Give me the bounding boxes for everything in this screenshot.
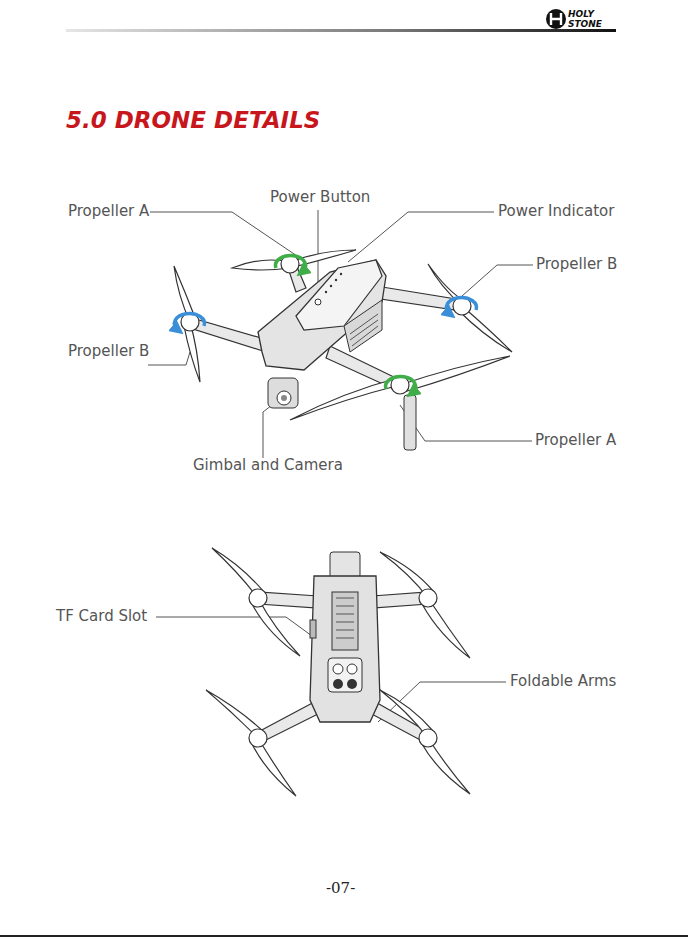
optical-sensor (347, 679, 357, 689)
optical-sensor (333, 679, 343, 689)
propellers (174, 250, 512, 420)
leader-line (400, 405, 532, 441)
leader-line (348, 212, 494, 262)
header-rule (66, 29, 616, 32)
motor (249, 589, 267, 607)
motor (419, 729, 437, 747)
part-label: Gimbal and Camera (193, 457, 343, 474)
leader-line (156, 617, 312, 636)
logo-text: STONE (568, 19, 602, 30)
bottom-propellers (206, 548, 470, 796)
leader-line (150, 212, 300, 258)
side-vent (344, 300, 382, 352)
part-label: Foldable Arms (510, 673, 616, 690)
rotation-arrow (174, 314, 204, 330)
led (325, 291, 327, 293)
vent-lines (350, 314, 378, 346)
section-title: 5.0 DRONE DETAILS (66, 106, 320, 134)
leader-line (148, 352, 190, 365)
leader-line (263, 402, 276, 458)
leader-line (462, 265, 533, 296)
vent-lines (336, 598, 354, 638)
leader-lines (148, 210, 533, 722)
camera-lens (281, 395, 287, 401)
part-label: Propeller B (68, 343, 149, 360)
part-label: Power Button (270, 189, 370, 206)
part-label: TF Card Slot (56, 608, 147, 625)
footer-rule (0, 935, 688, 937)
led (335, 279, 337, 281)
optical-sensor (347, 664, 357, 674)
logo-mark (551, 13, 561, 25)
motor (249, 729, 267, 747)
optical-sensor (333, 664, 343, 674)
drone-body (258, 260, 386, 370)
part-label: Propeller B (536, 256, 617, 273)
tf-card-slot (310, 620, 316, 638)
rotation-arrow (386, 377, 416, 393)
drone-arms (190, 260, 462, 390)
part-label: Power Indicator (498, 203, 614, 220)
part-label: Propeller A (68, 203, 149, 220)
camera-lens (277, 391, 291, 405)
rotation-arrow (446, 298, 476, 314)
gimbal (268, 378, 298, 408)
led (330, 285, 332, 287)
logo-text: HOLY (568, 9, 594, 20)
heat-vent (332, 592, 358, 650)
page-number: -07- (326, 880, 355, 897)
sensor-panel (328, 658, 362, 692)
bottom-camera (330, 552, 360, 578)
part-label: Propeller A (535, 432, 616, 449)
power-button-symbol (315, 299, 321, 305)
drone-body-bottom (310, 576, 380, 722)
led (340, 273, 342, 275)
landing-leg (404, 395, 416, 450)
rotation-arrows (174, 256, 476, 393)
propeller-blade (290, 378, 400, 420)
rotation-arrow (276, 256, 306, 272)
logo-mark (546, 9, 566, 29)
drone-arm (190, 318, 268, 352)
power-indicator-leds (325, 273, 342, 293)
motor (419, 589, 437, 607)
